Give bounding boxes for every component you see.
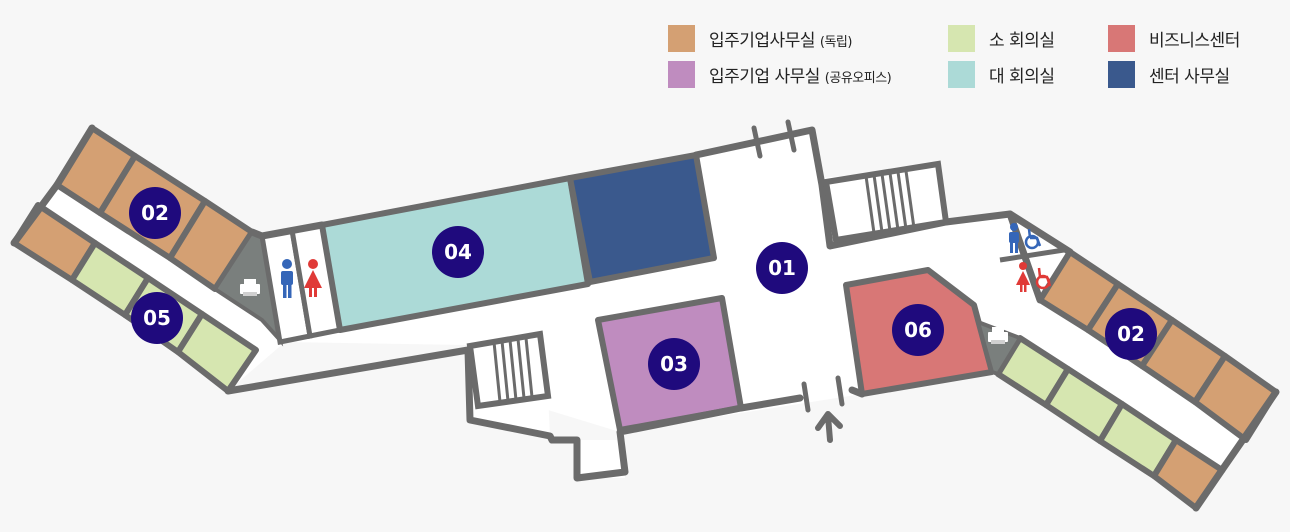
legend-item-business-center: 비즈니스센터 (1108, 24, 1240, 52)
legend-suffix: (공유오피스) (824, 70, 892, 86)
male-restroom-icon (281, 259, 293, 298)
svg-text:03: 03 (660, 352, 688, 376)
legend-label: 소 회의실 (989, 30, 1055, 51)
printer-icon (240, 279, 260, 296)
legend-label: 비즈니스센터 (1149, 30, 1240, 51)
marker-06[interactable]: 06 (892, 304, 944, 356)
female-restroom-icon (1016, 262, 1030, 292)
svg-text:06: 06 (904, 318, 932, 342)
legend-label: 센터 사무실 (1149, 66, 1230, 87)
legend-swatch (948, 60, 975, 88)
legend-suffix: (독립) (819, 34, 853, 50)
legend-item-center-office: 센터 사무실 (1108, 60, 1230, 88)
marker-02-right[interactable]: 02 (1105, 308, 1157, 360)
legend-label: 입주기업사무실 (709, 30, 815, 51)
stairs-bottom-treads (492, 337, 534, 403)
legend: 입주기업사무실 (독립) 입주기업 사무실 (공유오피스) 소 회의실 대 회의… (668, 20, 1268, 100)
legend-item-independent-office: 입주기업사무실 (독립) (668, 24, 852, 52)
female-restroom-icon (304, 259, 322, 297)
legend-label: 대 회의실 (989, 66, 1055, 87)
printer-icon (988, 327, 1008, 344)
svg-text:02: 02 (1117, 322, 1145, 346)
accessible-icon (1024, 228, 1042, 250)
center-office-room[interactable] (567, 152, 717, 285)
svg-text:01: 01 (768, 256, 796, 280)
legend-swatch (1108, 24, 1135, 52)
legend-label: 입주기업 사무실 (709, 66, 820, 87)
marker-05[interactable]: 05 (131, 292, 183, 344)
door-marks (751, 119, 845, 413)
entrance-arrow-icon (815, 411, 843, 443)
outer-walls (10, 124, 1280, 512)
male-restroom-icon (1009, 223, 1019, 253)
stairs-top-treads (864, 170, 916, 234)
accessible-icon (1035, 267, 1052, 290)
svg-text:05: 05 (143, 306, 171, 330)
marker-03[interactable]: 03 (648, 338, 700, 390)
legend-swatch (668, 24, 695, 52)
marker-04[interactable]: 04 (432, 226, 484, 278)
legend-swatch (1108, 60, 1135, 88)
legend-item-small-meeting: 소 회의실 (948, 24, 1055, 52)
right-wing-lower-rooms (995, 335, 1225, 511)
svg-text:02: 02 (141, 201, 169, 225)
legend-item-large-meeting: 대 회의실 (948, 60, 1055, 88)
legend-item-shared-office: 입주기업 사무실 (공유오피스) (668, 60, 892, 88)
svg-text:04: 04 (444, 240, 472, 264)
marker-01[interactable]: 01 (756, 242, 808, 294)
legend-swatch (948, 24, 975, 52)
marker-02-left[interactable]: 02 (129, 187, 181, 239)
restroom-divider (999, 247, 1065, 263)
legend-swatch (668, 60, 695, 88)
